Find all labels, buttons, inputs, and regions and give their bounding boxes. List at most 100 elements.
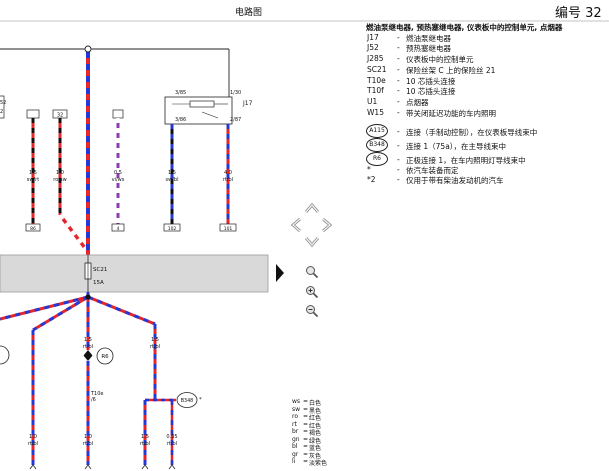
separator: - [397, 175, 400, 184]
wire-stripe [32, 295, 89, 332]
lens [306, 266, 315, 275]
component-row: J285 - 仪表板中的控制单元 [366, 54, 606, 64]
relay-j17 [164, 96, 233, 125]
pan-left-icon[interactable] [289, 216, 303, 234]
separator: = [303, 420, 309, 428]
component-row: T10e - 10 芯插头连接 [366, 76, 606, 86]
component-row: J52 - 预热塞继电器 [366, 43, 606, 53]
wire-size-label: 1.5 [141, 434, 149, 440]
pan-up-icon[interactable] [303, 201, 321, 215]
note-code: * [367, 165, 371, 174]
terminal-box [219, 223, 237, 232]
relay-coil [189, 100, 215, 108]
connection-desc: 正极连接 1，在车内照明灯导线束中 [406, 156, 526, 165]
wire-rt-bl-to-left [0, 295, 89, 321]
terminal-label: 102 [168, 226, 177, 232]
color-code: bl [292, 443, 298, 450]
component-desc: 10 芯插头连接 [406, 87, 456, 96]
component-row: SC21 - 保险丝架 C 上的保险丝 21 [366, 65, 606, 75]
wire-size-label: 1.5 [84, 337, 92, 343]
relay-pin-86: 3/86 [175, 117, 186, 123]
component-code: SC21 [367, 65, 387, 74]
component-legend: 燃油泵继电器, 预热塞继电器, 仪表板中的控制单元, 点烟器 J17 - 燃油泵… [366, 0, 606, 190]
fuse-name: SC21 [93, 267, 107, 273]
zoom-in-icon[interactable] [305, 285, 319, 299]
triangle-right-icon[interactable] [274, 262, 286, 284]
note-desc: 仅用于带有柴油发动机的汽车 [406, 176, 504, 185]
color-name: 褐色 [309, 430, 322, 437]
wire-rt-bl-left-branch [31, 295, 89, 465]
connection-row: A115 - 连接（手制动控制），在仪表板导线束中 [366, 124, 606, 138]
terminal-label: 32 [57, 113, 63, 119]
wire-color-label: ro/sw [53, 177, 66, 183]
zoom-icon[interactable] [305, 265, 319, 279]
wire-size-label: 1.5 [29, 170, 37, 176]
separator: = [303, 443, 309, 450]
wire-rt-bl-right-branch [87, 295, 157, 400]
wire-diagonal-to-fuse [58, 213, 90, 254]
chevron-inner [305, 237, 319, 246]
continuation-arrow-icon [141, 464, 149, 470]
separator: - [397, 54, 400, 63]
pan-down-icon[interactable] [303, 235, 321, 249]
terminal-box [163, 223, 181, 232]
color-code: li [292, 458, 296, 465]
plug-t10e-pin: /6 [91, 397, 96, 403]
component-desc: 保险丝架 C 上的保险丝 21 [406, 66, 496, 75]
chevron-outline [304, 202, 320, 213]
component-legend-title: 燃油泵继电器, 预热塞继电器, 仪表板中的控制单元, 点烟器 [366, 23, 563, 32]
color-code-row: ro=红色 [292, 413, 352, 422]
connection-row: B348 - 连接 1（75a），在主导线束中 [366, 138, 606, 152]
wire-size-label: 1.0 [84, 434, 92, 440]
separator: - [397, 43, 400, 52]
wire-base [0, 295, 89, 321]
component-row: T10f - 10 芯插头连接 [366, 86, 606, 96]
fuse-rating: 15A [93, 280, 104, 286]
component-code: T10f [367, 86, 384, 95]
wire-size-label: 1.5 [151, 337, 159, 343]
color-code-row: sw=黑色 [292, 406, 352, 415]
page-number: 编号 32 [555, 6, 602, 21]
junction-dot [85, 294, 91, 300]
color-code-row: gn=绿色 [292, 436, 352, 445]
color-code: ws [292, 398, 301, 405]
component-row: U1 - 点烟器 [366, 97, 606, 107]
wire-color-label: sw/bl [166, 177, 179, 183]
separator: - [397, 76, 400, 85]
color-name: 蓝色 [309, 445, 322, 452]
color-name: 淡紫色 [309, 460, 328, 467]
wire-color-label: rt/bl [150, 344, 160, 350]
separator: - [397, 127, 400, 136]
terminal-box [26, 109, 40, 119]
color-code-row: bl =蓝色 [292, 443, 352, 452]
pan-right-icon[interactable] [320, 216, 334, 234]
triangle-shape [276, 264, 284, 282]
note-desc: 依汽车装备而定 [406, 166, 459, 175]
connection-code-circle: R6 [366, 152, 388, 166]
zoom-out-icon[interactable] [305, 304, 319, 318]
handle [312, 272, 319, 279]
component-row: W15 - 带关闭延迟功能的车内照明 [366, 108, 606, 118]
color-code: gr [292, 450, 299, 458]
component-row: J17 - 燃油泵继电器 [366, 33, 606, 43]
relay-switch [201, 111, 219, 119]
component-code: U1 [367, 97, 378, 106]
wire-stripe [58, 213, 90, 254]
wire-color-label: rt/bl [83, 441, 93, 447]
connector-b348-label: B348 [181, 398, 193, 404]
separator: = [303, 398, 309, 405]
note-row: * - 依汽车装备而定 [366, 165, 606, 175]
color-code-row: ws=白色 [292, 398, 352, 407]
component-code: W15 [367, 108, 384, 117]
connection-desc: 连接（手制动控制），在仪表板导线束中 [406, 128, 538, 137]
terminal-label: 4 [117, 226, 120, 232]
terminal-label: 86 [30, 226, 36, 232]
wire-color-label: sw/rt [27, 177, 39, 183]
separator: - [397, 155, 400, 164]
component-code: T10e [367, 76, 386, 85]
color-code-row: li=淡紫色 [292, 458, 352, 467]
chevron-outline [290, 217, 301, 233]
wire-size-label: 1.5 [168, 170, 176, 176]
relay-pin-85: 3/85 [175, 90, 186, 96]
separator: - [397, 86, 400, 95]
